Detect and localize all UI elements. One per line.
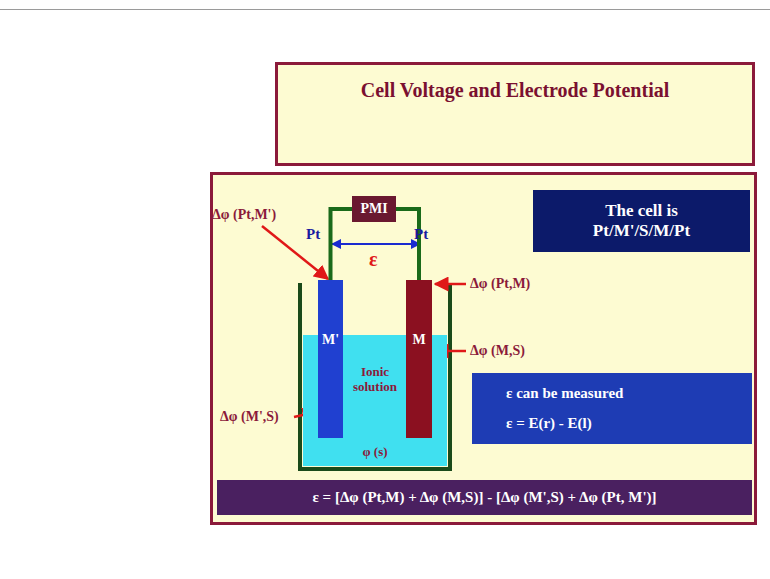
potential-label: Δφ (Pt,M') <box>212 207 276 223</box>
potential-label: Δφ (M,S) <box>470 343 525 359</box>
measurement-box: ε can be measured ε = E(r) - E(l) <box>472 373 752 444</box>
node-text: PMI <box>360 201 387 217</box>
terminal-label: Pt <box>414 226 428 243</box>
leader-arrow <box>262 226 328 279</box>
top-rule <box>0 9 770 10</box>
leader-arrow <box>435 283 466 286</box>
wire <box>396 209 419 280</box>
potential-label: Δφ (Pt,M) <box>470 276 530 292</box>
voltage-arrow <box>332 243 420 245</box>
electrode: M' <box>318 280 343 438</box>
cell-notation-box: The cell isPt/M'/S/M/Pt <box>533 190 750 252</box>
node-text: Pt/M'/S/M/Pt <box>593 221 690 241</box>
node-text: The cell is <box>605 201 678 221</box>
node-text: ε can be measured <box>506 385 623 402</box>
meter-box: PMI <box>352 196 396 222</box>
title-text: Cell Voltage and Electrode Potential <box>278 79 752 102</box>
node-text: ε = [Δφ (Pt,M) + Δφ (M,S)] - [Δφ (M',S) … <box>312 489 656 506</box>
formula-band: ε = [Δφ (Pt,M) + Δφ (M,S)] - [Δφ (M',S) … <box>217 480 752 515</box>
node-text: M <box>412 332 425 348</box>
node-text: M' <box>322 332 339 348</box>
terminal-label: Pt <box>306 226 320 243</box>
voltage-symbol: ε <box>369 248 378 271</box>
wire <box>331 209 353 280</box>
node-text: Ionic solution <box>345 365 405 395</box>
node-text: ε = E(r) - E(l) <box>506 415 592 432</box>
potential-label: Δφ (M',S) <box>220 409 279 425</box>
title-box: Cell Voltage and Electrode Potential <box>275 62 755 166</box>
node-text: φ (s) <box>362 444 387 460</box>
electrode: M <box>406 280 432 438</box>
